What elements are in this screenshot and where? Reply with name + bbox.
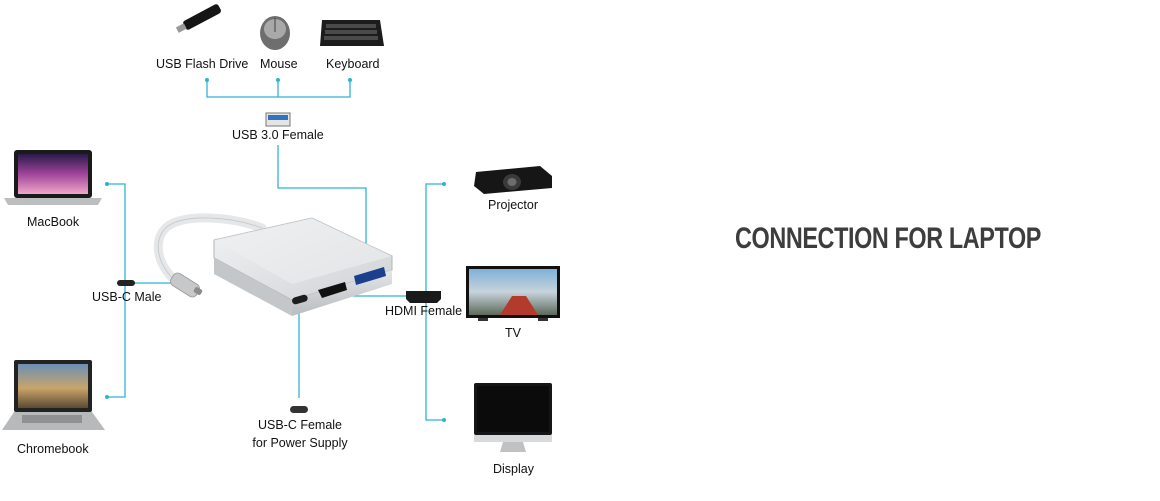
page-title: CONNECTION FOR LAPTOP (735, 222, 1041, 255)
label-hdmi-female: HDMI Female (385, 304, 463, 318)
connector-dots (105, 78, 446, 422)
label-usbc-female-line1: USB-C Female (257, 418, 343, 432)
usbc-female-icon (290, 406, 308, 413)
usb-flash-drive-icon (175, 4, 221, 33)
line-usb-to-port (277, 145, 367, 266)
keyboard-icon (320, 20, 384, 46)
label-mouse: Mouse (260, 57, 298, 71)
tv-icon (466, 266, 560, 321)
adapter-cable (153, 213, 267, 298)
line-usb-devices (206, 80, 351, 98)
label-usb-flash-drive: USB Flash Drive (156, 57, 249, 71)
label-tv: TV (505, 326, 521, 340)
label-display: Display (493, 462, 534, 476)
display-icon (474, 383, 552, 452)
usbc-male-icon (117, 280, 135, 286)
mouse-icon (260, 16, 290, 50)
macbook-icon (4, 150, 102, 205)
projector-icon (474, 166, 552, 194)
line-laptops (107, 183, 126, 398)
usb-port-icon (265, 112, 291, 127)
label-chromebook: Chromebook (17, 442, 89, 456)
label-usbc-female-line2: for Power Supply (252, 436, 348, 450)
label-macbook: MacBook (27, 215, 80, 229)
chromebook-icon (2, 360, 105, 430)
label-keyboard: Keyboard (326, 57, 380, 71)
hdmi-port-icon (406, 291, 441, 303)
usbc-adapter (213, 217, 393, 316)
label-projector: Projector (488, 198, 539, 212)
label-usb-female: USB 3.0 Female (232, 128, 324, 142)
adapter-ports (292, 267, 386, 305)
label-usbc-male: USB-C Male (92, 290, 162, 304)
